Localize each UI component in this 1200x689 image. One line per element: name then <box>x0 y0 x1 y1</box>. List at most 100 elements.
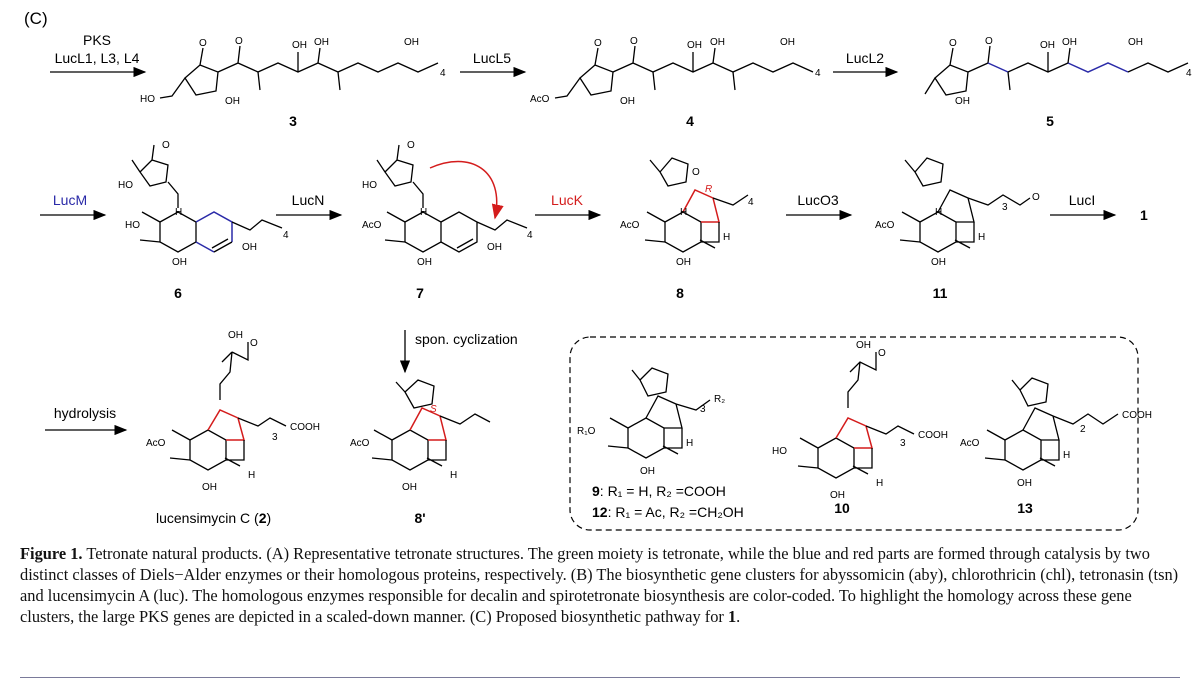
structure-2: OH O COOH AcO H OH 3 lucensimycin C (2) <box>146 330 320 526</box>
atom-h: H <box>680 207 687 218</box>
caption-end: . <box>736 607 741 626</box>
atom-oh: OH <box>1128 37 1143 48</box>
atom-cooh: COOH <box>290 422 320 433</box>
stereo-r: R <box>705 184 712 195</box>
arrow-lucl2: LucL2 <box>833 50 899 78</box>
arrow-lucl5: LucL5 <box>460 50 527 78</box>
atom-o: O <box>949 38 957 49</box>
subscript-4: 4 <box>440 68 446 79</box>
atom-aco: AcO <box>350 438 370 449</box>
label-luci: LucI <box>1069 192 1095 208</box>
atom-ho: HO <box>362 180 377 191</box>
figure-caption: Figure 1. Tetronate natural products. (A… <box>20 543 1180 627</box>
structure-6: HO HO H OH OH O 4 6 <box>118 140 289 301</box>
atom-oh: OH <box>931 257 946 268</box>
atom-oh: OH <box>417 257 432 268</box>
subscript-3: 3 <box>1002 202 1008 213</box>
atom-r2: R₂ <box>714 394 725 405</box>
structure-8: R AcO H H OH O 4 8 <box>620 157 754 301</box>
atom-h: H <box>175 207 182 218</box>
structure-9-12: R₁O R₂ 3 H OH 9: R₁ = H, R₂ =COOH 12: R₁… <box>577 367 744 520</box>
atom-aco: AcO <box>620 220 640 231</box>
atom-cooh: COOH <box>1122 410 1152 421</box>
caption-figure-number: Figure 1. <box>20 544 83 563</box>
compound-name-2: lucensimycin C (2) <box>156 510 271 526</box>
atom-oh: OH <box>228 330 243 341</box>
atom-o: O <box>407 140 415 151</box>
arrow-lucm: LucM <box>40 192 107 221</box>
atom-oh: OH <box>676 257 691 268</box>
subscript-4: 4 <box>815 68 821 79</box>
structure-3: O O OH OH OH OH HO 4 3 <box>140 36 446 129</box>
structure-10: OH O COOH HO H OH 3 10 <box>772 340 948 516</box>
compound-label-11: 11 <box>933 285 948 301</box>
compound-label-8: 8 <box>676 285 684 301</box>
label-luco3: LucO3 <box>797 192 838 208</box>
atom-oh: OH <box>1017 478 1032 489</box>
structure-4: O O OH OH OH OH AcO 4 4 <box>530 36 821 129</box>
atom-oh: OH <box>292 40 307 51</box>
compound-label-3: 3 <box>289 113 297 129</box>
subscript-4: 4 <box>748 197 754 208</box>
atom-h: H <box>935 207 942 218</box>
arrow-spon-cyclization: spon. cyclization <box>399 330 518 374</box>
arrow-pks: PKS LucL1, L3, L4 <box>50 32 147 78</box>
atom-o: O <box>1032 192 1040 203</box>
atom-o: O <box>692 167 700 178</box>
arrow-luci: LucI <box>1050 192 1117 221</box>
subscript-3: 3 <box>700 404 706 415</box>
subscript-3: 3 <box>272 432 278 443</box>
atom-o: O <box>235 36 243 47</box>
atom-oh: OH <box>314 37 329 48</box>
atom-oh: OH <box>687 40 702 51</box>
label-spon-cyclization: spon. cyclization <box>415 331 518 347</box>
arrow-lucn: LucN <box>276 192 343 221</box>
atom-oh: OH <box>402 482 417 493</box>
atom-ho: HO <box>125 220 140 231</box>
atom-oh: OH <box>404 37 419 48</box>
label-lucn: LucN <box>292 192 325 208</box>
caption-text: Tetronate natural products. (A) Represen… <box>20 544 1179 626</box>
atom-oh: OH <box>225 96 240 107</box>
caption-compound-ref: 1 <box>727 607 737 626</box>
atom-aco: AcO <box>146 438 166 449</box>
atom-o: O <box>985 36 993 47</box>
atom-h: H <box>876 478 883 489</box>
label-lucl1-l3-l4: LucL1, L3, L4 <box>55 50 140 66</box>
structure-5: O O OH OH OH OH 4 5 <box>924 36 1192 129</box>
atom-o: O <box>878 348 886 359</box>
atom-o: O <box>162 140 170 151</box>
atom-h: H <box>978 232 985 243</box>
atom-h: H <box>420 207 427 218</box>
compound-label-13: 13 <box>1017 500 1033 516</box>
atom-oh: OH <box>202 482 217 493</box>
bottom-rule <box>20 677 1180 678</box>
atom-oh: OH <box>172 257 187 268</box>
compound-label-6: 6 <box>174 285 182 301</box>
atom-o: O <box>199 38 207 49</box>
arrow-luck: LucK <box>535 192 602 221</box>
subscript-2: 2 <box>1080 424 1086 435</box>
arrow-luco3: LucO3 <box>786 192 853 221</box>
subscript-4: 4 <box>527 230 533 241</box>
atom-oh: OH <box>1062 37 1077 48</box>
arrow-hydrolysis: hydrolysis <box>45 405 128 436</box>
label-lucm: LucM <box>53 192 87 208</box>
atom-o: O <box>250 338 258 349</box>
box-line-12: 12: R₁ = Ac, R₂ =CH₂OH <box>592 504 744 520</box>
atom-aco: AcO <box>875 220 895 231</box>
atom-aco: AcO <box>362 220 382 231</box>
compound-label-5: 5 <box>1046 113 1054 129</box>
atom-oh: OH <box>487 242 502 253</box>
atom-r1o: R₁O <box>577 426 596 437</box>
atom-cooh: COOH <box>918 430 948 441</box>
stereo-s: S <box>430 404 437 415</box>
atom-oh: OH <box>856 340 871 351</box>
label-lucl5: LucL5 <box>473 50 511 66</box>
structure-8-prime: S AcO H OH 8' <box>350 379 491 526</box>
box-line-9: 9: R₁ = H, R₂ =COOH <box>592 483 726 499</box>
reaction-scheme: (C) PKS LucL1, L3, L4 LucL5 LucL2 O O OH… <box>24 9 1192 531</box>
subscript-4: 4 <box>1186 68 1192 79</box>
compound-label-4: 4 <box>686 113 694 129</box>
